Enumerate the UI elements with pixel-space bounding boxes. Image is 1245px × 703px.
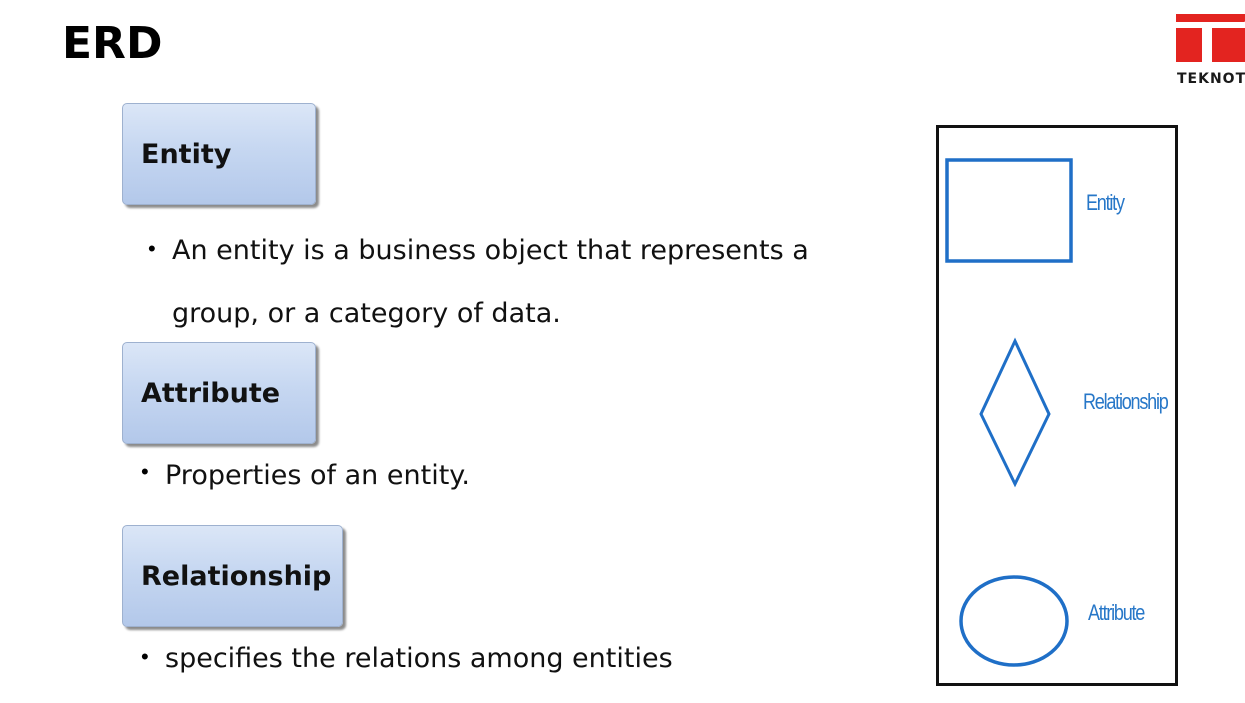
entity-rectangle-shape <box>945 158 1073 263</box>
legend-label-entity: Entity <box>1086 190 1125 215</box>
term-label-attribute: Attribute <box>141 377 281 409</box>
bullet-relationship-description: specifies the relations among entities <box>165 643 673 674</box>
attribute-ellipse-shape <box>959 575 1069 667</box>
term-label-entity: Entity <box>141 138 232 170</box>
slide-title: ERD <box>62 18 163 69</box>
term-box-relationship: Relationship <box>122 525 343 627</box>
bullet-attribute-description: Properties of an entity. <box>165 460 470 491</box>
logo-text: TEKNOTU <box>1177 71 1245 87</box>
legend-label-attribute: Attribute <box>1088 600 1145 625</box>
relationship-diamond-shape <box>979 337 1051 488</box>
logo-mark-top <box>1176 14 1245 22</box>
bullet-dot: • <box>141 459 149 484</box>
bullet-dot: • <box>141 644 149 669</box>
term-label-relationship: Relationship <box>141 560 332 592</box>
bullet-dot: • <box>148 236 156 261</box>
term-box-entity: Entity <box>122 103 316 205</box>
erd-legend-panel: Entity Relationship Attribute <box>936 125 1178 686</box>
logo-mark-left <box>1176 28 1202 62</box>
bullet-line: An entity is a business object that repr… <box>172 235 809 266</box>
legend-label-relationship: Relationship <box>1083 389 1169 414</box>
legend-shapes <box>945 158 1073 667</box>
logo-mark-right <box>1212 28 1245 62</box>
term-box-attribute: Attribute <box>122 342 316 444</box>
bullet-line: group, or a category of data. <box>172 298 561 329</box>
teknotu-logo <box>1176 14 1245 62</box>
bullet-entity-description: An entity is a business object that repr… <box>172 219 872 345</box>
